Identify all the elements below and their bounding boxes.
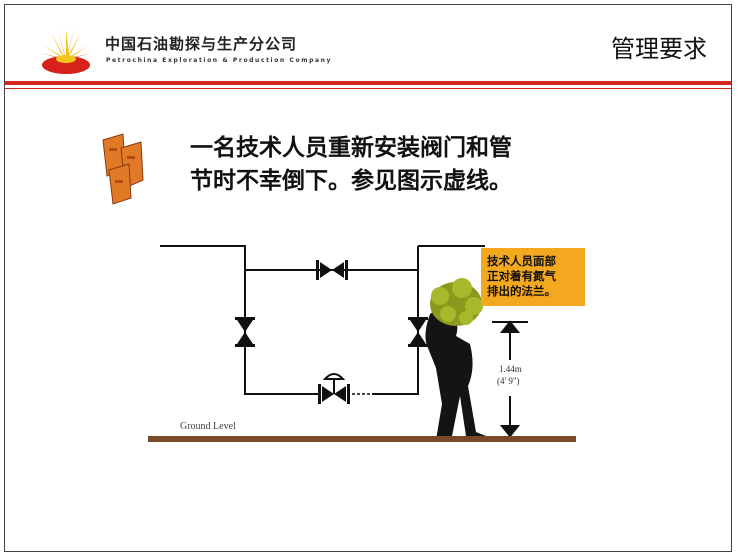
height-imperial-label: (4' 9") bbox=[497, 376, 520, 386]
header: 中国石油勘探与生产分公司 Petrochina Exploration & Pr… bbox=[5, 5, 731, 89]
company-name-en: Petrochina Exploration & Production Comp… bbox=[106, 57, 333, 64]
right-pipe bbox=[372, 246, 419, 395]
gate-valve-icon bbox=[235, 317, 255, 347]
statement-line-2: 节时不幸倒下。参见图示虚线。 bbox=[190, 168, 512, 194]
slide: 中国石油勘探与生产分公司 Petrochina Exploration & Pr… bbox=[4, 4, 732, 552]
callout-line: 技术人员面部 bbox=[487, 254, 556, 268]
gate-valve-icon bbox=[318, 373, 350, 404]
header-divider-thick bbox=[5, 81, 731, 85]
gate-valve-icon bbox=[316, 260, 348, 280]
ground-line bbox=[148, 436, 576, 442]
petrochina-logo-icon bbox=[40, 27, 92, 74]
callout-line: 排出的法兰。 bbox=[487, 284, 556, 298]
page-heading: 管理要求 bbox=[611, 35, 707, 63]
header-divider-thin bbox=[5, 88, 731, 89]
technician-silhouette-icon bbox=[425, 278, 486, 440]
callout-line: 正对着有氮气 bbox=[487, 269, 556, 283]
statement-line-1: 一名技术人员重新安装阀门和管 bbox=[190, 135, 512, 161]
piping-diagram: 1.44m (4' 9") Ground Level bbox=[148, 245, 576, 442]
gate-valve-icon bbox=[408, 317, 428, 347]
incident-statement: 一名技术人员重新安装阀门和管 节时不幸倒下。参见图示虚线。 bbox=[190, 132, 610, 198]
company-name-cn: 中国石油勘探与生产分公司 bbox=[105, 35, 298, 53]
warning-callout: 技术人员面部 正对着有氮气 排出的法兰。 bbox=[481, 248, 585, 306]
accident-stamp-icon bbox=[102, 133, 144, 205]
ground-level-label: Ground Level bbox=[180, 421, 236, 432]
height-metric-label: 1.44m bbox=[499, 364, 522, 374]
